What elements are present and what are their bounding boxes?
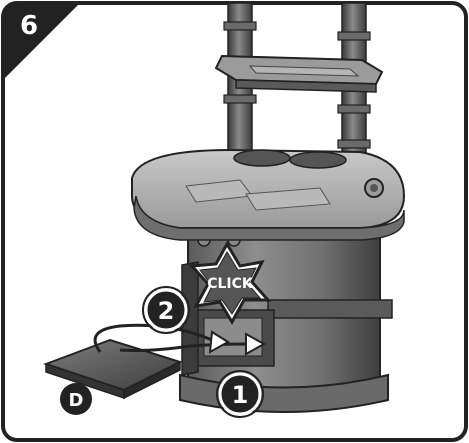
motion-arrows: [93, 323, 247, 353]
click-label: CLICK: [207, 276, 254, 292]
oval-tabletop: [131, 148, 406, 241]
ladder-step-shelf: [214, 54, 384, 93]
pedal-part: [43, 338, 183, 400]
part-label: D: [60, 383, 92, 415]
step-number: 6: [20, 11, 38, 41]
callout-one-label: 1: [232, 381, 249, 409]
part-label-text: D: [69, 390, 84, 411]
callout-two-label: 2: [158, 297, 175, 325]
arrowhead-icon: [208, 330, 267, 356]
click-burst: CLICK: [188, 240, 272, 326]
step-badge: 6: [3, 3, 80, 80]
callout-two: 2: [142, 286, 190, 334]
callout-one: 1: [216, 370, 264, 418]
